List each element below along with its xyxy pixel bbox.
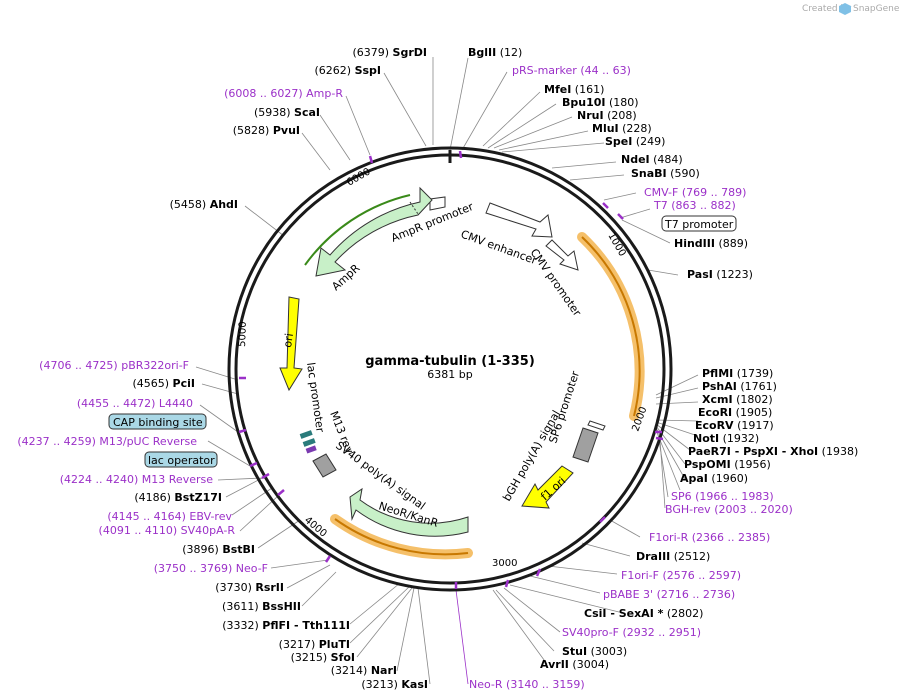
site-label-stui: StuI (3003)	[562, 645, 627, 658]
site-label-snabi: SnaBI (590)	[631, 167, 700, 180]
site-label-paer7i: PaeR7I - PspXI - XhoI (1938)	[688, 445, 858, 458]
site-label-l4440: (4455 .. 4472) L4440	[77, 397, 193, 410]
site-label-sv40par: (4091 .. 4110) SV40pA-R	[99, 524, 236, 537]
highlight-arc-cmv	[577, 232, 645, 421]
ampr-arrow	[315, 186, 433, 277]
site-label-f1orif: F1ori-F (2576 .. 2597)	[621, 569, 741, 582]
site-label-rsrii: (3730) RsrII	[215, 581, 284, 594]
cmv-enhancer-arrow	[485, 202, 553, 238]
site-label-bstbi: (3896) BstBI	[182, 543, 255, 556]
site-label-sgrdi: (6379) SgrDI	[352, 46, 427, 59]
site-label-ndei: NdeI (484)	[621, 153, 683, 166]
site-label-sfoi: (3215) SfoI	[291, 651, 355, 664]
site-label-scai: (5938) ScaI	[254, 106, 320, 119]
brand-text: SnapGene	[853, 4, 900, 14]
lac-operator-box: lac operator	[148, 454, 215, 467]
site-label-sv40pro: SV40pro-F (2932 .. 2951)	[562, 626, 701, 639]
cap-site-mark	[299, 430, 313, 439]
lac-operator-mark	[302, 438, 316, 447]
site-label-pluti: (3217) PluTI	[279, 638, 350, 651]
site-label-mlui: MluI (228)	[592, 122, 652, 135]
site-label-bpu10i: Bpu10I (180)	[562, 96, 639, 109]
label-cmv-enhancer: CMV enhancer	[459, 228, 539, 268]
site-label-noti: NotI (1932)	[693, 432, 759, 445]
site-label-nrui: NruI (208)	[577, 109, 637, 122]
site-label-pasi: PasI (1223)	[687, 268, 753, 281]
site-label-ecori: EcoRI (1905)	[698, 406, 772, 419]
leader-lines	[195, 57, 699, 685]
primer-ticks	[238, 150, 664, 589]
cap-binding-site-box: CAP binding site	[113, 416, 203, 429]
site-label-bstz17i: (4186) BstZ17I	[134, 491, 222, 504]
site-label-pvui: (5828) PvuI	[233, 124, 300, 137]
site-label-bglii: BglII (12)	[468, 46, 522, 59]
site-label-spei: SpeI (249)	[605, 135, 665, 148]
site-label-bsshii: (3611) BssHII	[222, 600, 301, 613]
label-lac-promoter: lac promoter	[304, 362, 327, 434]
site-labels: (6379) SgrDI BglII (12) (6262) SspI pRS-mar…	[17, 46, 858, 691]
plasmid-size: 6381 bp	[427, 368, 472, 381]
tick-6000: 6000	[345, 166, 373, 188]
ampr-outer-arc	[304, 194, 411, 266]
label-ori: ori	[281, 332, 296, 348]
t7-promoter-box: T7 promoter	[664, 218, 734, 231]
ori-arrow	[279, 296, 303, 392]
site-label-pbabe: pBABE 3' (2716 .. 2736)	[603, 588, 735, 601]
site-label-ampr_p: (6008 .. 6027) Amp-R	[224, 87, 343, 100]
tick-3000: 3000	[492, 558, 517, 569]
site-label-xcmi: XcmI (1802)	[702, 393, 773, 406]
boxed-labels: T7 promoter CAP binding site lac operato…	[108, 215, 737, 468]
cmv-promoter-arrow	[545, 239, 579, 271]
site-label-pshai: PshAI (1761)	[702, 380, 777, 393]
site-label-sspi: (6262) SspI	[314, 64, 381, 77]
site-label-nari: (3214) NarI	[331, 664, 397, 677]
bgh-polya-box	[572, 427, 599, 463]
m13-rev-mark	[305, 445, 317, 454]
site-label-f1orir: F1ori-R (2366 .. 2385)	[649, 531, 770, 544]
site-label-m13rev: (4224 .. 4240) M13 Reverse	[60, 473, 213, 486]
site-label-apai: ApaI (1960)	[680, 472, 748, 485]
site-label-cmvf: CMV-F (769 .. 789)	[644, 186, 746, 199]
tick-5000: 5000	[237, 321, 249, 347]
site-label-prs: pRS-marker (44 .. 63)	[512, 64, 631, 77]
site-label-m13puc: (4237 .. 4259) M13/pUC Reverse	[17, 435, 197, 448]
backbone	[227, 146, 673, 592]
ampr-promoter-arrow	[429, 196, 446, 211]
site-label-neof: (3750 .. 3769) Neo-F	[154, 562, 268, 575]
site-label-pflmi: PflMI (1739)	[702, 367, 773, 380]
site-label-t7: T7 (863 .. 882)	[653, 199, 736, 212]
site-label-neor: Neo-R (3140 .. 3159)	[469, 678, 585, 691]
plasmid-name: gamma-tubulin (1-335)	[365, 354, 535, 369]
site-label-sp6: SP6 (1966 .. 1983)	[671, 490, 774, 503]
site-label-ecorv: EcoRV (1917)	[695, 419, 774, 432]
site-label-pspomi: PspOMI (1956)	[684, 458, 771, 471]
site-label-csii: CsiI - SexAI * (2802)	[584, 607, 703, 620]
sp6-promoter-arrow	[587, 420, 606, 431]
site-label-pflfi: (3332) PflFI - Tth111I	[222, 619, 350, 632]
credit-text: Created by	[802, 4, 852, 14]
site-label-ahdi: (5458) AhdI	[170, 198, 238, 211]
cds-arc-gamma-tubulin	[581, 236, 641, 417]
feature-arrows	[279, 186, 645, 560]
site-label-mfei: MfeI (161)	[544, 83, 604, 96]
f1-ori-arrow	[521, 465, 574, 509]
site-label-draiii: DraIII (2512)	[636, 550, 710, 563]
sv40-polya-box	[312, 453, 337, 478]
site-label-hindiii: HindIII (889)	[674, 237, 748, 250]
site-label-avrii: AvrII (3004)	[540, 658, 609, 671]
site-label-pbr322: (4706 .. 4725) pBR322ori-F	[39, 359, 189, 372]
site-label-ebvrev: (4145 .. 4164) EBV-rev	[107, 510, 232, 523]
snapgene-logo: SnapGene	[839, 3, 900, 15]
neor-arrow	[349, 487, 469, 537]
site-label-pcii: (4565) PciI	[132, 377, 195, 390]
site-label-bghrev: BGH-rev (2003 .. 2020)	[665, 503, 793, 516]
site-label-kasi: (3213) KasI	[361, 678, 428, 691]
